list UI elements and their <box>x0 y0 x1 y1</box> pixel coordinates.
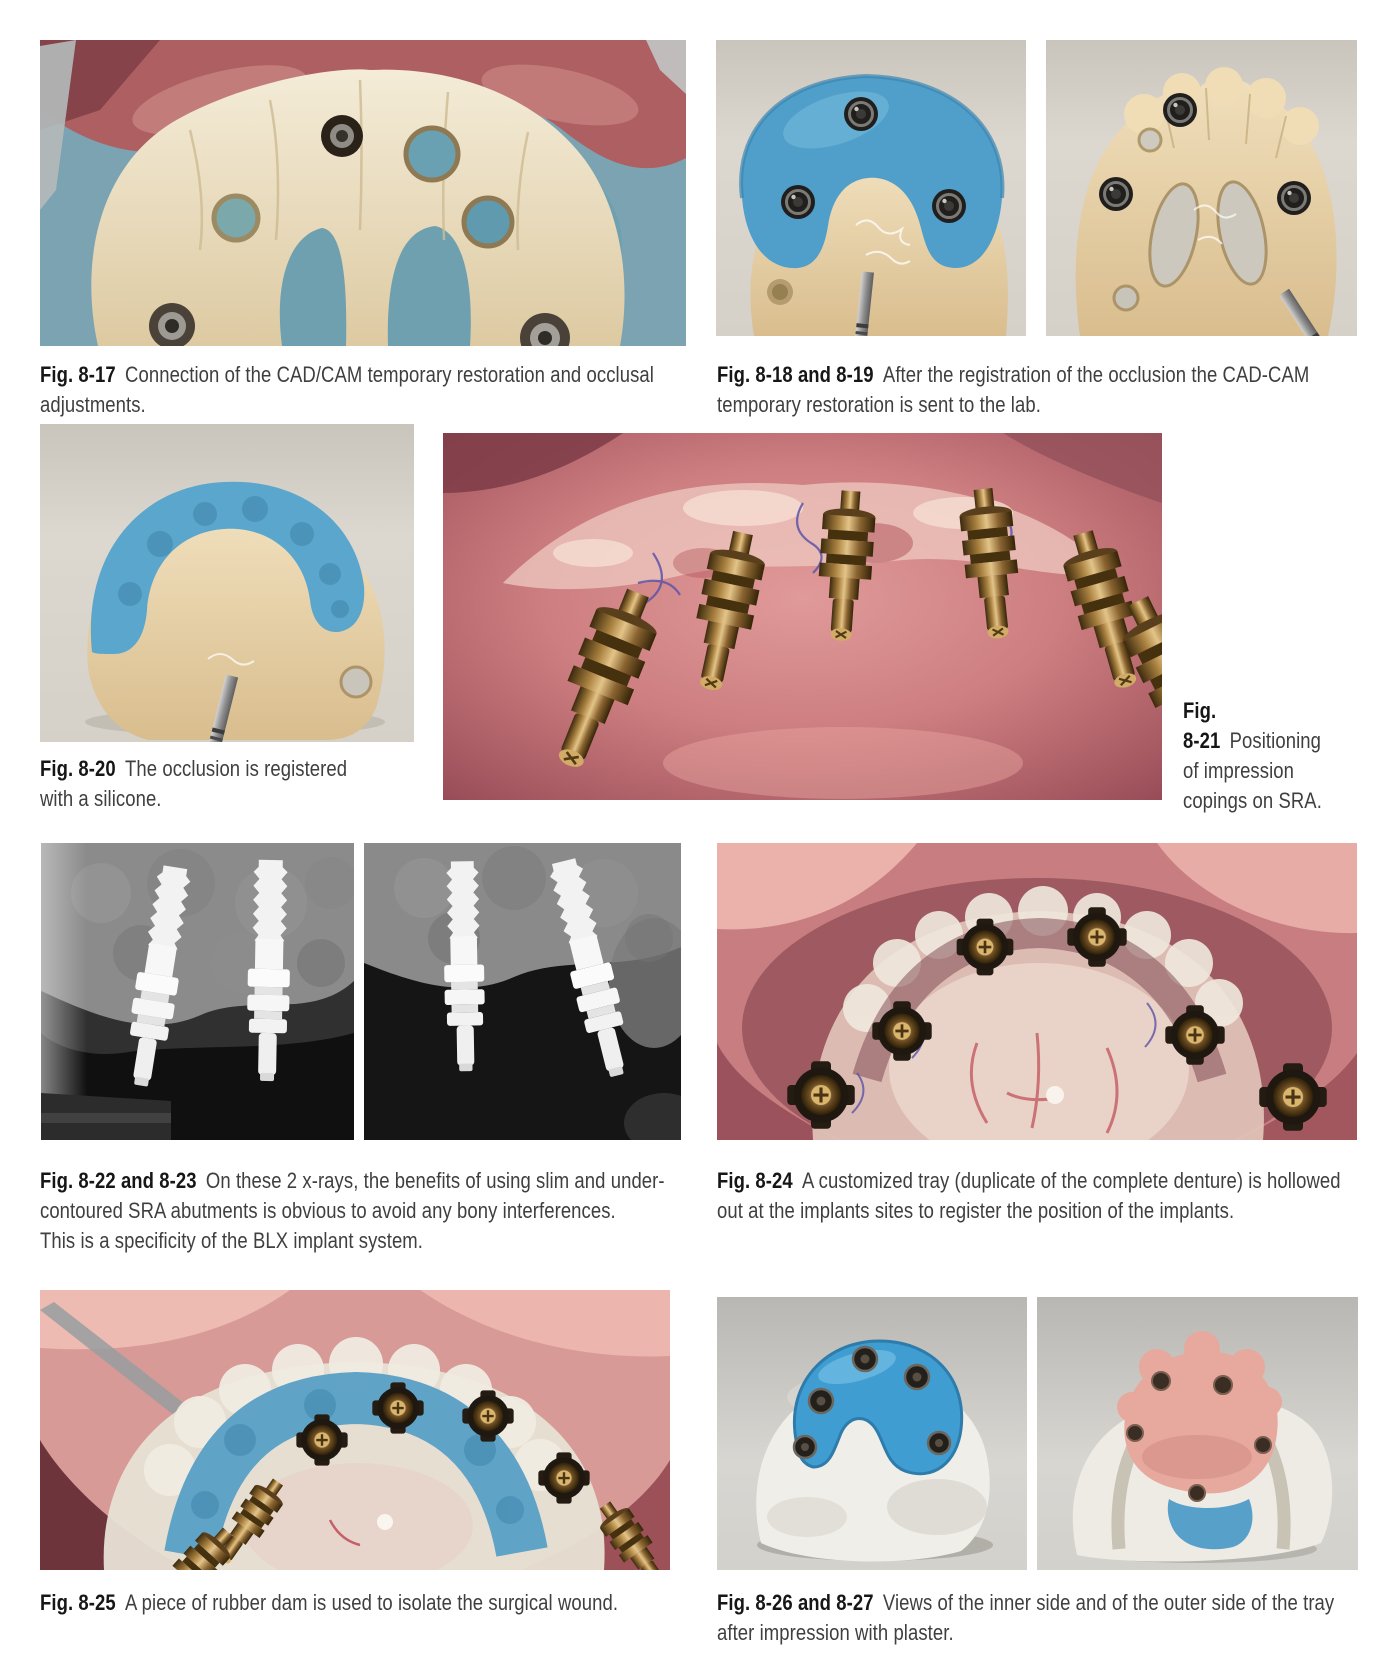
xray-image <box>41 843 354 1140</box>
figure-8-20-photo <box>40 424 414 742</box>
abutment-button <box>1097 175 1135 213</box>
figure-8-24-photo <box>717 843 1357 1140</box>
customized-tray-image <box>717 843 1357 1140</box>
silicone-on-model-image <box>716 40 1026 336</box>
figure-8-21-photo <box>443 433 1162 800</box>
tray-inner-side-image <box>717 1297 1027 1570</box>
abutment-button <box>842 95 880 133</box>
restoration-in-mouth-image <box>40 40 686 346</box>
caption-fig-8-17: Fig. 8-17 Connection of the CAD/CAM temp… <box>40 362 654 417</box>
lip <box>420 1290 670 1357</box>
abutment-button <box>779 183 817 221</box>
xray-image <box>364 843 681 1140</box>
temporary-restoration <box>91 69 625 346</box>
caption-fig-8-25: Fig. 8-25 A piece of rubber dam is used … <box>40 1590 619 1615</box>
restoration-on-model-image <box>1046 40 1357 336</box>
abutment-button <box>930 187 968 225</box>
blue-tray-material <box>1167 1499 1253 1550</box>
lip <box>717 843 917 930</box>
caption-fig-8-22-8-23: Fig. 8-22 and 8-23 On these 2 x-rays, th… <box>40 1168 665 1253</box>
figure-8-22-xray <box>41 843 354 1140</box>
figure-8-18-photo <box>716 40 1026 336</box>
impression-copings-image <box>443 433 1162 800</box>
rubber-dam <box>164 1371 548 1560</box>
bone <box>364 843 681 988</box>
figure-8-19-photo <box>1046 40 1357 336</box>
silicone-registration-image <box>40 424 414 742</box>
lip <box>40 1290 290 1350</box>
screw-access-holes <box>149 115 570 346</box>
figure-8-23-xray <box>364 843 681 1140</box>
caption-fig-8-18-8-19: Fig. 8-18 and 8-19 After the registratio… <box>717 362 1310 417</box>
tray-vent-hole <box>377 1514 393 1530</box>
tray-vent-hole <box>1046 1086 1064 1104</box>
lip <box>1157 843 1357 934</box>
tray-outer-side-image <box>1037 1297 1358 1570</box>
figure-8-27-photo <box>1037 1297 1358 1570</box>
abutment-button <box>1275 179 1313 217</box>
figure-8-17-photo <box>40 40 686 346</box>
caption-fig-8-26-8-27: Fig. 8-26 and 8-27 Views of the inner si… <box>717 1590 1335 1645</box>
palate <box>243 1463 473 1570</box>
caption-fig-8-24: Fig. 8-24 A customized tray (duplicate o… <box>717 1168 1341 1223</box>
retractor-instrument <box>40 1302 190 1420</box>
figure-8-25-photo <box>40 1290 670 1570</box>
implant-registration-holes <box>1126 1371 1272 1502</box>
figure-8-26-photo <box>717 1297 1027 1570</box>
rubber-dam-image <box>40 1290 670 1570</box>
retractor-instrument <box>40 40 76 210</box>
abutment-button <box>1161 91 1199 129</box>
